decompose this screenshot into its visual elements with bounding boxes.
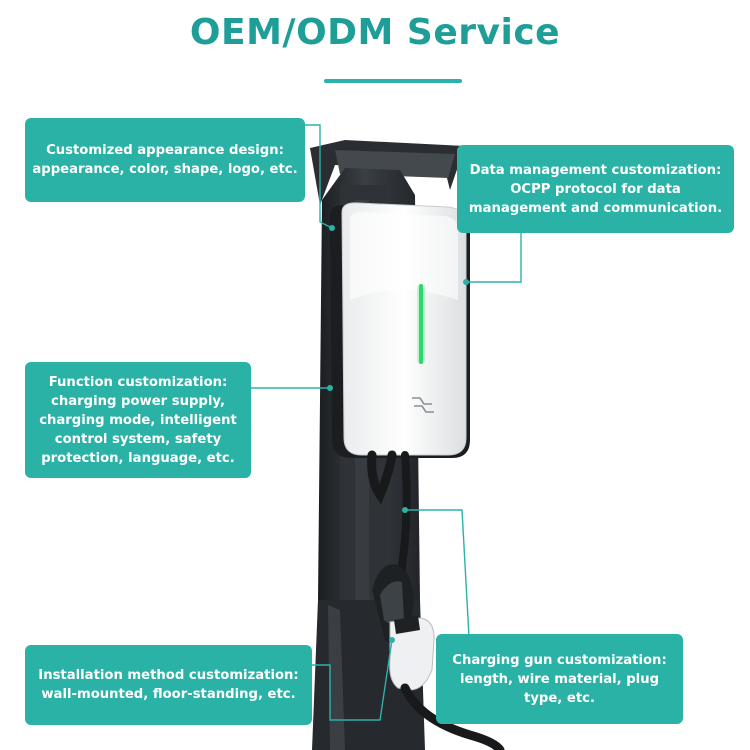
callout-line: Installation method customization: xyxy=(38,668,299,683)
callout-dots xyxy=(327,225,469,643)
callout-line: Data management customization: xyxy=(469,162,722,178)
callout-function-customization: Function customization: charging power s… xyxy=(25,362,251,478)
callout-line: charging mode, intelligent xyxy=(39,412,237,428)
callout-charging-gun: Charging gun customization: length, wire… xyxy=(436,634,683,724)
callout-line: OCPP protocol for data xyxy=(510,181,681,197)
callout-line: control system, safety xyxy=(54,431,222,447)
callout-line: type, etc. xyxy=(524,690,595,706)
callout-line: charging power supply, xyxy=(51,393,225,409)
callout-line: protection, language, etc. xyxy=(41,450,235,466)
callout-line: length, wire material, plug xyxy=(459,671,660,687)
callout-installation-method: Installation method customization: wall-… xyxy=(25,645,312,725)
charging-cable xyxy=(367,450,397,505)
led-indicator xyxy=(419,284,423,364)
callout-line: wall-mounted, floor-standing, etc. xyxy=(41,687,296,702)
page-title: OEM/ODM Service xyxy=(189,12,561,53)
callout-line: Function customization: xyxy=(48,374,228,390)
callout-data-management: Data management customization: OCPP prot… xyxy=(457,145,734,233)
title-underline xyxy=(324,79,462,83)
callout-line: Customized appearance design: xyxy=(46,143,284,158)
callout-line: Charging gun customization: xyxy=(452,652,667,668)
callout-line: appearance, color, shape, logo, etc. xyxy=(32,162,298,177)
charging-gun xyxy=(389,617,435,691)
callout-line: management and communication. xyxy=(468,200,723,216)
callout-appearance-design: Customized appearance design: appearance… xyxy=(25,118,305,202)
brand-logo-icon xyxy=(412,397,434,413)
